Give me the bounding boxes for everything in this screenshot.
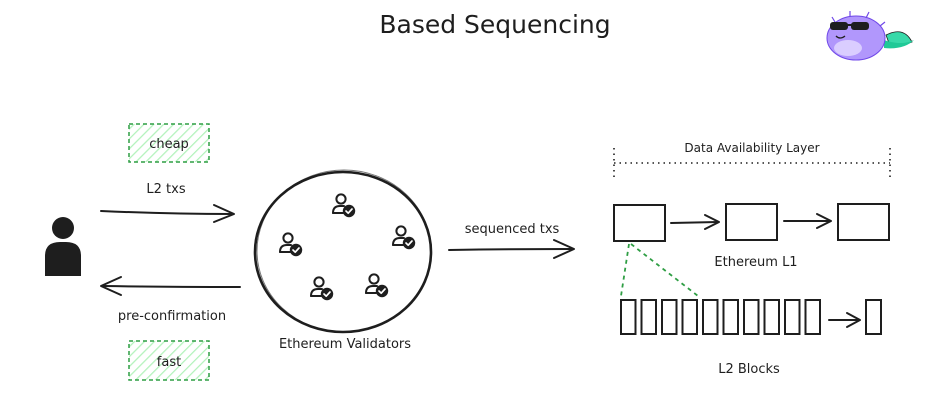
l1-block bbox=[837, 203, 890, 241]
da-layer-bracket bbox=[613, 148, 891, 178]
l2-block bbox=[722, 299, 739, 335]
l2-txs-arrow bbox=[100, 204, 235, 223]
l1-label: Ethereum L1 bbox=[714, 255, 797, 270]
da-layer-label: Data Availability Layer bbox=[684, 141, 819, 155]
fast-tag-label: fast bbox=[157, 355, 181, 370]
validator-icons bbox=[279, 193, 417, 302]
l2-block bbox=[743, 299, 760, 335]
mascot-logo bbox=[826, 11, 914, 61]
validator-icon bbox=[332, 193, 357, 219]
l2-blocks bbox=[620, 299, 821, 335]
l2-arrow bbox=[828, 312, 861, 328]
l2-txs-label: L2 txs bbox=[146, 182, 185, 197]
validator-icon bbox=[279, 232, 304, 258]
cheap-tag-label: cheap bbox=[149, 137, 189, 152]
l2-block bbox=[763, 299, 780, 335]
sequenced-txs-label: sequenced txs bbox=[465, 222, 560, 237]
pre-confirmation-arrow bbox=[100, 276, 241, 296]
l1-block bbox=[613, 204, 666, 242]
validators-label: Ethereum Validators bbox=[279, 337, 411, 352]
cheap-tag: cheap bbox=[128, 123, 210, 163]
fast-tag: fast bbox=[128, 340, 210, 381]
l2-block bbox=[681, 299, 698, 335]
l1-to-l2-connector bbox=[620, 243, 699, 297]
page-title: Based Sequencing bbox=[379, 10, 610, 39]
l1-blocks bbox=[613, 203, 890, 242]
pre-confirmation-label: pre-confirmation bbox=[118, 309, 226, 324]
sequenced-txs-arrow bbox=[448, 239, 575, 259]
validator-icon bbox=[310, 276, 335, 302]
l1-block bbox=[725, 203, 778, 241]
l2-label: L2 Blocks bbox=[718, 362, 780, 377]
validators-circle bbox=[253, 169, 433, 334]
l2-block bbox=[640, 299, 657, 335]
l2-block bbox=[804, 299, 821, 335]
l1-arrows bbox=[670, 213, 832, 230]
validator-icon bbox=[365, 273, 390, 299]
l2-block bbox=[784, 299, 801, 335]
l2-block bbox=[620, 299, 637, 335]
l2-block-next bbox=[865, 299, 882, 335]
l2-block bbox=[661, 299, 678, 335]
user-icon bbox=[45, 217, 81, 276]
validator-icon bbox=[392, 225, 417, 251]
l2-block bbox=[702, 299, 719, 335]
